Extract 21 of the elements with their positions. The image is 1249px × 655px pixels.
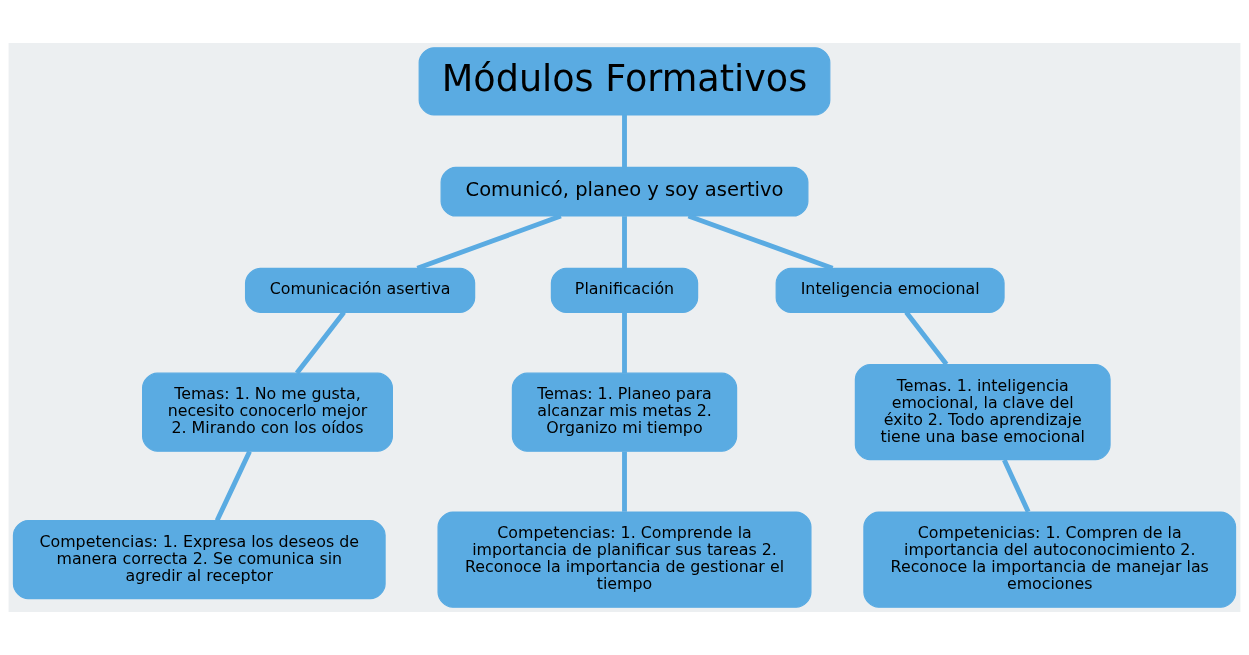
connector bbox=[622, 451, 627, 512]
node-box: Comunicación asertiva bbox=[244, 267, 476, 313]
connector bbox=[622, 216, 627, 269]
node-box: Competencias: 1. Comprende la importancia de planificar sus tareas 2. Reconoce la importancia de gestionar el tiempo bbox=[437, 511, 812, 608]
connector bbox=[1002, 459, 1031, 513]
connector bbox=[622, 114, 627, 167]
node-box: Inteligencia emocional bbox=[775, 267, 1005, 313]
node-box: Competenicias: 1. Compren de la importancia del autoconocimiento 2. Reconoce la importancia de manejar las emociones bbox=[863, 511, 1237, 608]
node-box: Temas: 1. Planeo para alcanzar mis metas 2. Organizo mi tiempo bbox=[511, 372, 738, 452]
connector bbox=[295, 310, 346, 375]
node-box: Competencias: 1. Expresa los deseos de manera correcta 2. Se comunica sin agredir al receptor bbox=[12, 520, 386, 600]
node-box: Planificación bbox=[550, 267, 699, 313]
connector bbox=[214, 450, 252, 522]
node-box: Temas. 1. inteligencia emocional, la clave del éxito 2. Todo aprendizaje tiene una base emocional bbox=[854, 364, 1111, 461]
node-box: Temas: 1. No me gusta, necesito conocerlo mejor 2. Mirando con los oídos bbox=[142, 372, 393, 452]
node-box: Módulos Formativos bbox=[418, 47, 831, 116]
connector bbox=[687, 213, 834, 271]
node-box: Comunicó, planeo y soy asertivo bbox=[440, 166, 809, 217]
connector bbox=[904, 310, 949, 366]
connector bbox=[416, 213, 562, 271]
connector bbox=[622, 312, 627, 374]
